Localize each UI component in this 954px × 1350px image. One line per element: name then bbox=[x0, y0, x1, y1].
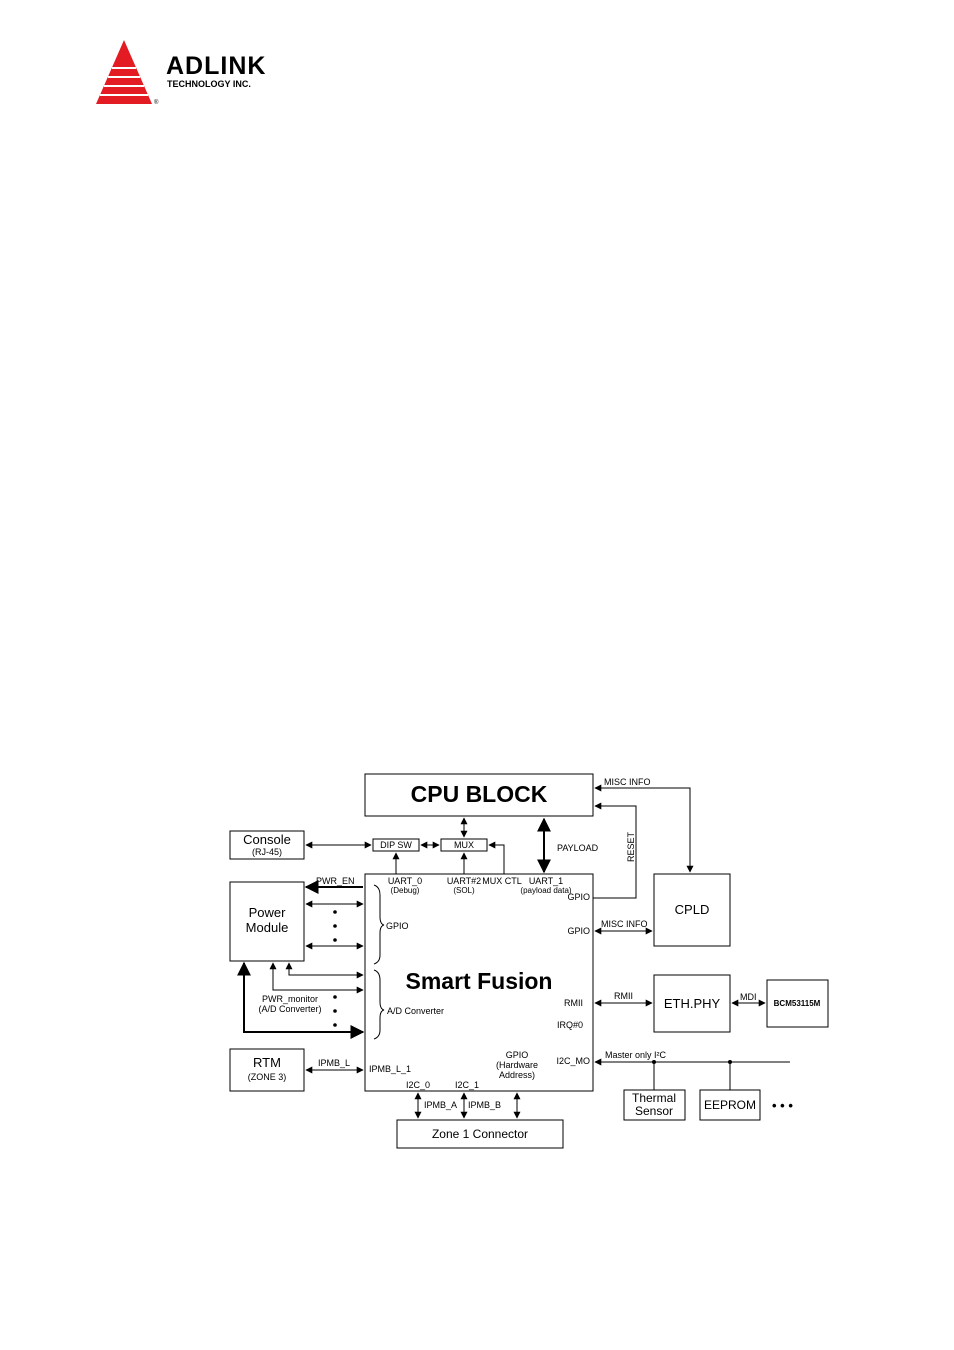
console-box bbox=[229, 830, 305, 860]
ad-dot-2 bbox=[333, 1009, 337, 1013]
ad-dot-1 bbox=[333, 995, 337, 999]
pwr-monitor-sub-label: (A/D Converter) bbox=[258, 1004, 321, 1014]
thermal-sensor-label-line2: Sensor bbox=[635, 1104, 673, 1118]
ipmb-l1-label: IPMB_L_1 bbox=[369, 1064, 411, 1074]
i2c-0-label: I2C_0 bbox=[406, 1080, 430, 1090]
uart0-sub-label: (Debug) bbox=[391, 886, 420, 895]
uart2-label: UART#2 bbox=[447, 876, 481, 886]
smart-fusion-label: Smart Fusion bbox=[406, 968, 553, 994]
dip-sw-box bbox=[372, 838, 420, 852]
logo-brand: ADLINK bbox=[166, 52, 266, 80]
eth-phy-label: ETH.PHY bbox=[664, 996, 721, 1011]
i2c-1-label: I2C_1 bbox=[455, 1080, 479, 1090]
ad-brace bbox=[373, 969, 385, 1040]
rtm-sub-label: (ZONE 3) bbox=[248, 1072, 287, 1082]
logo-registered-mark: ® bbox=[154, 99, 159, 106]
eth-phy-box bbox=[653, 974, 731, 1033]
ipmb-l-label: IPMB_L bbox=[318, 1058, 350, 1068]
ad-line-2 bbox=[269, 962, 364, 994]
uart0-label: UART_0 bbox=[388, 876, 422, 886]
thermal-sensor-label-line1: Thermal bbox=[632, 1091, 676, 1105]
gpio-right-label-1: GPIO bbox=[567, 892, 590, 902]
mux-ctl-line bbox=[488, 841, 505, 874]
i2c-mo-label: I2C_MO bbox=[556, 1056, 590, 1066]
rmii-in-label: RMII bbox=[564, 998, 583, 1008]
pwr-monitor-label: PWR_monitor bbox=[262, 994, 318, 1004]
rmii-out-label: RMII bbox=[614, 991, 633, 1001]
smart-fusion-box bbox=[364, 873, 594, 1092]
gpio-dot-2 bbox=[333, 924, 337, 928]
payload-label: PAYLOAD bbox=[557, 843, 599, 853]
thermal-sensor-box bbox=[623, 1089, 686, 1121]
misc-info-cpu-cpld-line bbox=[594, 784, 694, 873]
cpu-block-box bbox=[364, 773, 594, 817]
gpio-right-label-2: GPIO bbox=[567, 926, 590, 936]
rtm-box bbox=[229, 1048, 305, 1092]
ipmb-b-label: IPMB_B bbox=[468, 1100, 501, 1110]
gpio-hw-sub-label-2: Address) bbox=[499, 1070, 535, 1080]
mux-label: MUX bbox=[454, 840, 474, 850]
ad-dot-3 bbox=[333, 1023, 337, 1027]
gpio-left-label: GPIO bbox=[386, 921, 409, 931]
power-module-label-line2: Module bbox=[246, 920, 289, 935]
ad-line-1 bbox=[285, 962, 364, 979]
eeprom-label: EEPROM bbox=[704, 1098, 756, 1112]
dip-sw-label: DIP SW bbox=[380, 840, 412, 850]
ad-converter-label: A/D Converter bbox=[387, 1006, 444, 1016]
adlink-logo: ® ADLINK TECHNOLOGY INC. bbox=[96, 40, 266, 106]
master-i2c-label: Master only I²C bbox=[605, 1050, 667, 1060]
misc-info-top-label: MISC INFO bbox=[604, 777, 651, 787]
irq-label: IRQ#0 bbox=[557, 1020, 583, 1030]
cpld-box bbox=[653, 873, 731, 947]
console-sub-label: (RJ-45) bbox=[252, 847, 282, 857]
mux-ctl-label: MUX CTL bbox=[482, 876, 522, 886]
reset-label: RESET bbox=[626, 831, 636, 862]
pwr-en-label: PWR_EN bbox=[316, 876, 355, 886]
reset-line bbox=[593, 802, 637, 899]
uart1-sub-label: (payload data) bbox=[520, 886, 571, 895]
adlink-triangle-icon bbox=[96, 40, 152, 104]
cpld-label: CPLD bbox=[675, 902, 710, 917]
gpio-hw-sub-label-1: (Hardware bbox=[496, 1060, 538, 1070]
gpio-dot-1 bbox=[333, 910, 337, 914]
cpu-block-label: CPU BLOCK bbox=[411, 781, 548, 807]
gpio-dot-3 bbox=[333, 938, 337, 942]
bcm-box bbox=[766, 979, 829, 1028]
bcm-label: BCM53115M bbox=[774, 999, 821, 1008]
logo-tagline: TECHNOLOGY INC. bbox=[167, 79, 251, 89]
uart1-label: UART_1 bbox=[529, 876, 563, 886]
zone1-connector-label: Zone 1 Connector bbox=[432, 1127, 528, 1141]
gpio-brace bbox=[373, 884, 385, 965]
rtm-label: RTM bbox=[253, 1055, 281, 1070]
uart2-sub-label: (SOL) bbox=[453, 886, 475, 895]
ipmb-a-label: IPMB_A bbox=[424, 1100, 457, 1110]
power-module-label-line1: Power bbox=[249, 905, 287, 920]
mdi-label: MDI bbox=[740, 992, 757, 1002]
zone1-connector-box bbox=[396, 1119, 564, 1149]
power-module-box bbox=[229, 881, 305, 962]
console-label: Console bbox=[243, 832, 291, 847]
mux-box bbox=[440, 838, 488, 852]
misc-info-right-label: MISC INFO bbox=[601, 919, 648, 929]
gpio-hw-label: GPIO bbox=[506, 1050, 529, 1060]
ad-line-3 bbox=[237, 961, 365, 1039]
more-devices-ellipsis: • • • bbox=[772, 1098, 793, 1113]
